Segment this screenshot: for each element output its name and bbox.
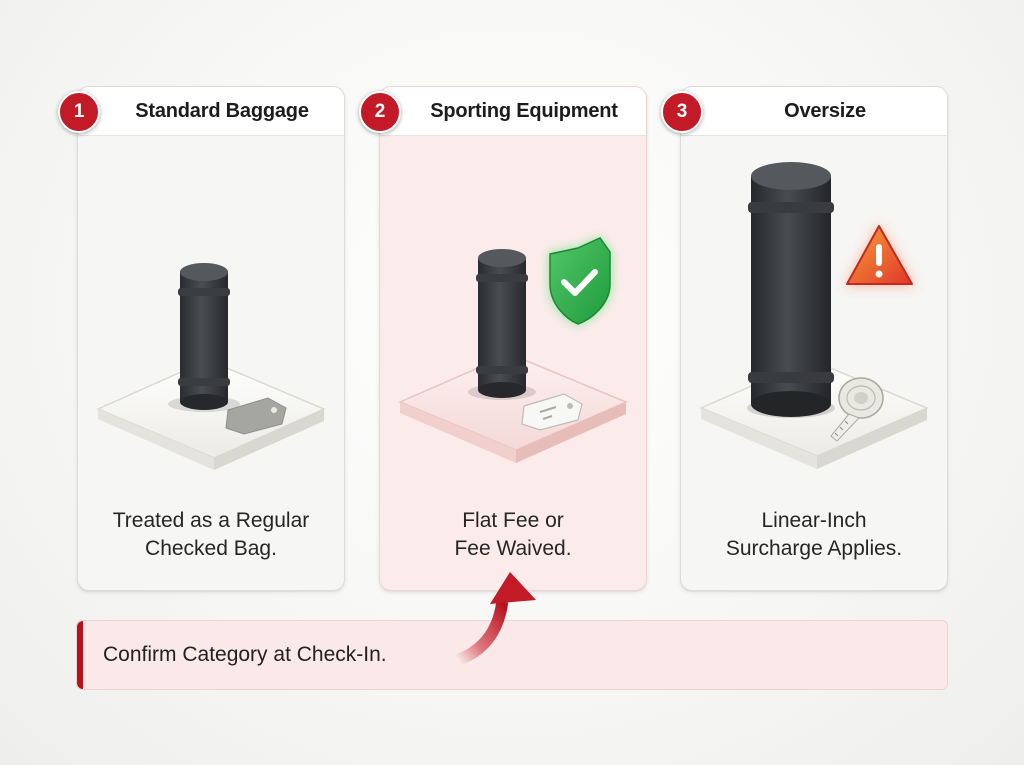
card-description: Flat Fee or Fee Waived.: [380, 507, 646, 563]
card-header: Oversize: [681, 87, 947, 136]
measuring-tape-icon: [830, 377, 884, 442]
card-title: Sporting Equipment: [430, 99, 618, 122]
card-description: Linear-Inch Surcharge Applies.: [681, 507, 947, 563]
description-line: Surcharge Applies.: [725, 537, 903, 560]
description-line: Checked Bag.: [145, 537, 277, 560]
standard-baggage-illustration: [96, 263, 326, 470]
tag-icon: [521, 393, 583, 431]
card-header: Sporting Equipment: [380, 87, 646, 136]
check-in-banner: Confirm Category at Check-In.: [76, 620, 948, 690]
oversize-illustration: [699, 162, 929, 469]
description-line: Treated as a Regular: [112, 509, 310, 532]
description-line: Fee Waived.: [454, 537, 572, 560]
curved-arrow-icon: [452, 572, 536, 666]
tag-icon: [225, 397, 287, 435]
warning-icon: [845, 224, 915, 286]
category-card-standard: Standard Baggage: [77, 86, 345, 591]
shield-check-icon: [548, 236, 612, 326]
description-line: Linear-Inch: [761, 509, 867, 532]
banner-text: Confirm Category at Check-In.: [103, 643, 387, 666]
card-header: Standard Baggage: [78, 87, 344, 136]
step-badge-2: 2: [359, 91, 401, 133]
banner-accent-bar: [77, 621, 83, 689]
card-description: Treated as a Regular Checked Bag.: [78, 507, 344, 563]
sporting-equipment-illustration: [398, 236, 628, 463]
step-badge-3: 3: [661, 91, 703, 133]
step-badge-1: 1: [58, 91, 100, 133]
description-line: Flat Fee or: [462, 509, 564, 532]
card-title: Oversize: [784, 99, 866, 122]
category-card-oversize: Oversize: [680, 86, 948, 591]
category-card-sporting: Sporting Equipment: [379, 86, 647, 591]
card-title: Standard Baggage: [135, 99, 309, 122]
